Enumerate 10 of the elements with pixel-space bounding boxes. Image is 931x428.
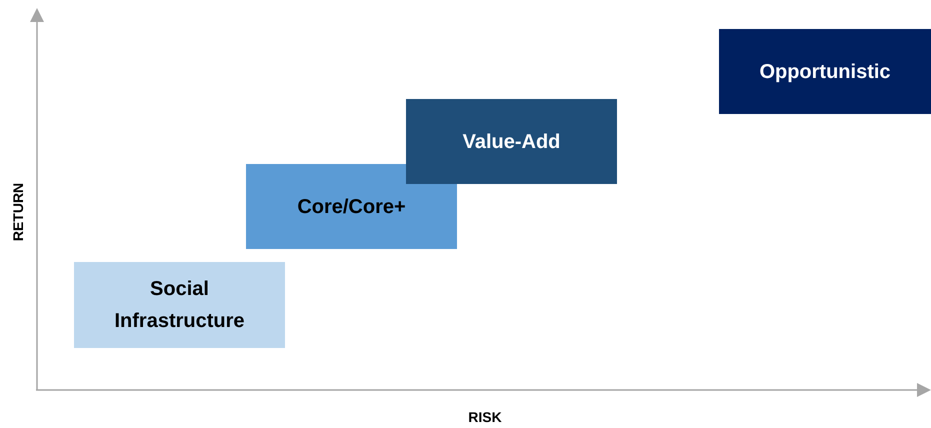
category-label: Opportunistic bbox=[759, 60, 891, 84]
category-box bbox=[406, 99, 617, 184]
category-box bbox=[719, 29, 931, 114]
category-label: Social Infrastructure bbox=[113, 277, 246, 334]
category-box bbox=[246, 164, 457, 249]
category-label: Value-Add bbox=[462, 130, 560, 154]
axis-title: RETURN bbox=[10, 182, 26, 242]
category-label: Core/Core+ bbox=[297, 194, 406, 220]
axis-title: RISK bbox=[468, 409, 502, 425]
category-box bbox=[74, 262, 285, 348]
